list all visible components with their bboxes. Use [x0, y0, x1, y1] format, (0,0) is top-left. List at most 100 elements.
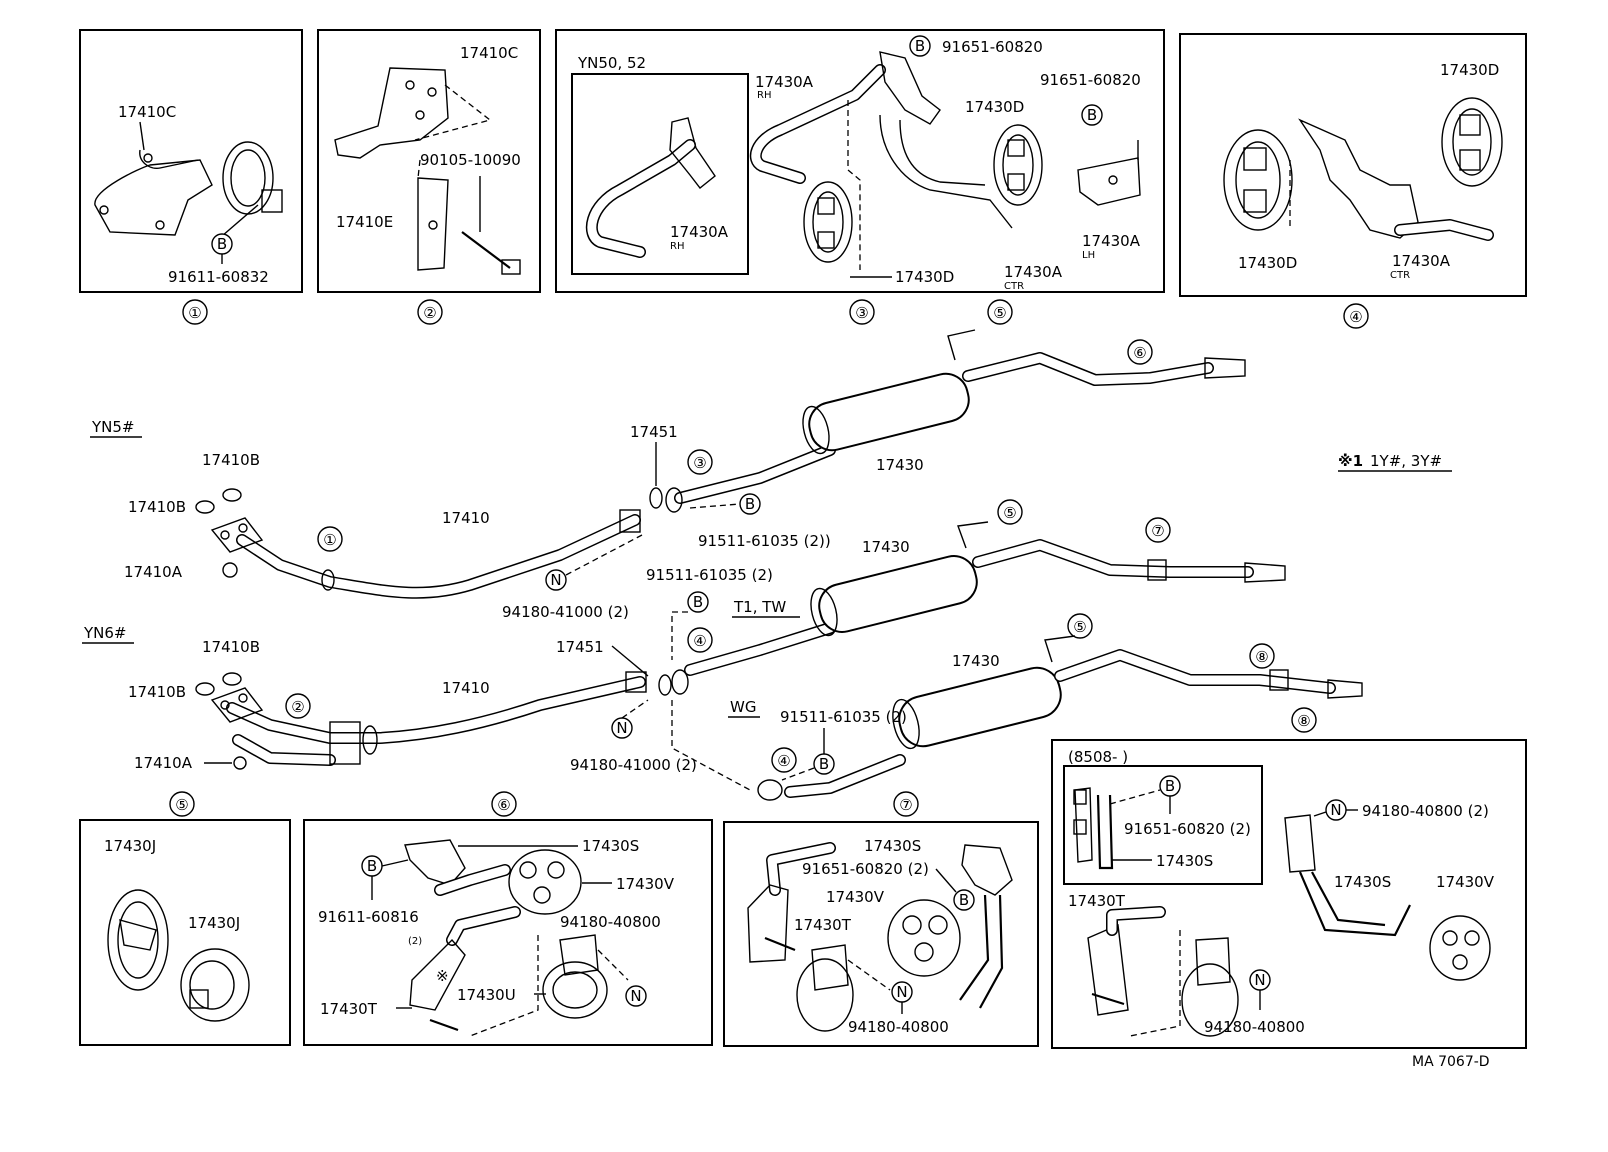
- legend-mark: ※1: [1338, 452, 1363, 470]
- detail-box-2: [317, 29, 541, 293]
- label-94180-40800-box8b: 94180-40800: [1204, 1018, 1305, 1036]
- label-17410-yn6: 17410: [442, 679, 490, 697]
- label-date-range: (8508- ): [1068, 748, 1128, 766]
- tag-rh-inset: RH: [670, 241, 684, 252]
- label-17430V-box7: 17430V: [826, 888, 885, 906]
- marker-n-box6: N: [630, 987, 641, 1005]
- label-17430S-box8b: 17430S: [1334, 873, 1391, 891]
- callout-2-top: ②: [423, 304, 436, 322]
- label-17430-yn5: 17430: [876, 456, 924, 474]
- label-17430S-box7: 17430S: [864, 837, 921, 855]
- marker-b-t1tw: B: [693, 593, 703, 611]
- tag-ctr-box4: CTR: [1390, 270, 1410, 281]
- label-t1-tw: T1, TW: [733, 598, 786, 616]
- label-94180-41000-yn6: 94180-41000 (2): [570, 756, 697, 774]
- label-17430D-box3a: 17430D: [965, 98, 1024, 116]
- label-17430V-box8: 17430V: [1436, 873, 1495, 891]
- label-94180-41000-yn5: 94180-41000 (2): [502, 603, 629, 621]
- marker-n-box8b: N: [1254, 971, 1265, 989]
- callout-circle-1-main: [317, 526, 343, 552]
- label-17430-wg: 17430: [952, 652, 1000, 670]
- tag-ctr-box3: CTR: [1004, 281, 1024, 292]
- marker-b-box8: B: [1165, 777, 1175, 795]
- detail-box-4: [1179, 33, 1527, 297]
- front-pipe-yn5: [210, 509, 641, 599]
- callout-6-bottom: ⑥: [497, 796, 510, 814]
- label-17410B-yn6a: 17410B: [128, 683, 186, 701]
- marker-b-yn5: B: [745, 495, 755, 513]
- nut-marker-n: [545, 569, 567, 591]
- label-17430T-box8: 17430T: [1068, 892, 1126, 910]
- label-17430A-lh: 17430A: [1082, 232, 1141, 250]
- nut-marker-n: [625, 985, 647, 1007]
- muffler-t1-tw: [684, 521, 1286, 676]
- callout-6-main: ⑥: [1133, 344, 1146, 362]
- label-91651-box7: 91651-60820 (2): [802, 860, 929, 878]
- callout-circle-2-main: [285, 693, 311, 719]
- label-17430U: 17430U: [457, 986, 516, 1004]
- label-17430T-box7: 17430T: [794, 916, 852, 934]
- label-17430A-rh: 17430A: [755, 73, 814, 91]
- label-17430V-box6: 17430V: [616, 875, 675, 893]
- callout-5-bottom: ⑤: [175, 796, 188, 814]
- front-pipe-yn6: [210, 669, 689, 766]
- callout-circle-4-main: [687, 627, 713, 653]
- label-91511-t1tw: 91511-61035 (2): [646, 566, 773, 584]
- detail-box-1: [79, 29, 303, 293]
- callout-circle-6-bottom: [491, 791, 517, 817]
- label-17430S-box8a: 17430S: [1156, 852, 1213, 870]
- callout-1-top: ①: [188, 304, 201, 322]
- callout-8-box: ⑧: [1297, 712, 1310, 730]
- diagram-code: MA 7067-D: [1412, 1054, 1490, 1070]
- label-wg: WG: [730, 698, 756, 716]
- marker-b-wg: B: [819, 755, 829, 773]
- marker-b-box3a: B: [915, 37, 925, 55]
- callout-circle-8-box: [1291, 707, 1317, 733]
- label-17451-yn6: 17451: [556, 638, 604, 656]
- label-17430A-ctr-box4: 17430A: [1392, 252, 1451, 270]
- callout-5-b: ⑤: [1003, 504, 1016, 522]
- bolt-marker-b: [1081, 104, 1103, 126]
- legend-text: 1Y#, 3Y#: [1370, 452, 1442, 470]
- callout-circle-2-top: [417, 299, 443, 325]
- label-17410B-yn5b: 17410B: [202, 451, 260, 469]
- label-17410A-yn5: 17410A: [124, 563, 183, 581]
- label-91511-wg: 91511-61035 (2): [780, 708, 907, 726]
- callout-circle-5-a: [987, 299, 1013, 325]
- label-17430A-rh-inset: 17430A: [670, 223, 729, 241]
- marker-n-yn5: N: [550, 571, 561, 589]
- label-94180-40800-box6: 94180-40800: [560, 913, 661, 931]
- label-90105-10090: 90105-10090: [420, 151, 521, 169]
- label-91511-yn5: 91511-61035 (2)): [698, 532, 831, 550]
- callout-5-a: ⑤: [993, 304, 1006, 322]
- callout-circle-7-bottom: [893, 791, 919, 817]
- label-17430J-a: 17430J: [104, 837, 156, 855]
- callout-circle-6-main: [1127, 339, 1153, 365]
- label-17430D-box4a: 17430D: [1440, 61, 1499, 79]
- detail-box-8: [1051, 739, 1527, 1049]
- callout-8-main: ⑧: [1255, 648, 1268, 666]
- callout-circle-5-bottom: [169, 791, 195, 817]
- label-17410C-box2: 17410C: [460, 44, 518, 62]
- callout-circle-3-main: [687, 449, 713, 475]
- callout-3-main: ③: [693, 454, 706, 472]
- marker-n-box8a: N: [1330, 801, 1341, 819]
- label-94180-40800-box8a: 94180-40800 (2): [1362, 802, 1489, 820]
- callout-4-top: ④: [1349, 308, 1362, 326]
- callout-circle-1-top: [182, 299, 208, 325]
- label-17410E: 17410E: [336, 213, 393, 231]
- label-17451-yn5: 17451: [630, 423, 678, 441]
- marker-b-box3b: B: [1087, 106, 1097, 124]
- bolt-marker-b: [687, 591, 709, 613]
- label-91651-60820-box3b: 91651-60820: [1040, 71, 1141, 89]
- marker-n-box7: N: [896, 983, 907, 1001]
- callout-3-top: ③: [855, 304, 868, 322]
- label-17430D-box4b: 17430D: [1238, 254, 1297, 272]
- detail-box-5: [79, 819, 291, 1046]
- label-17410B-yn5a: 17410B: [128, 498, 186, 516]
- label-17410A-yn6: 17410A: [134, 754, 193, 772]
- bolt-marker-b: [909, 35, 931, 57]
- callout-4-wg: ④: [777, 752, 790, 770]
- tag-qty-box6: (2): [408, 936, 422, 947]
